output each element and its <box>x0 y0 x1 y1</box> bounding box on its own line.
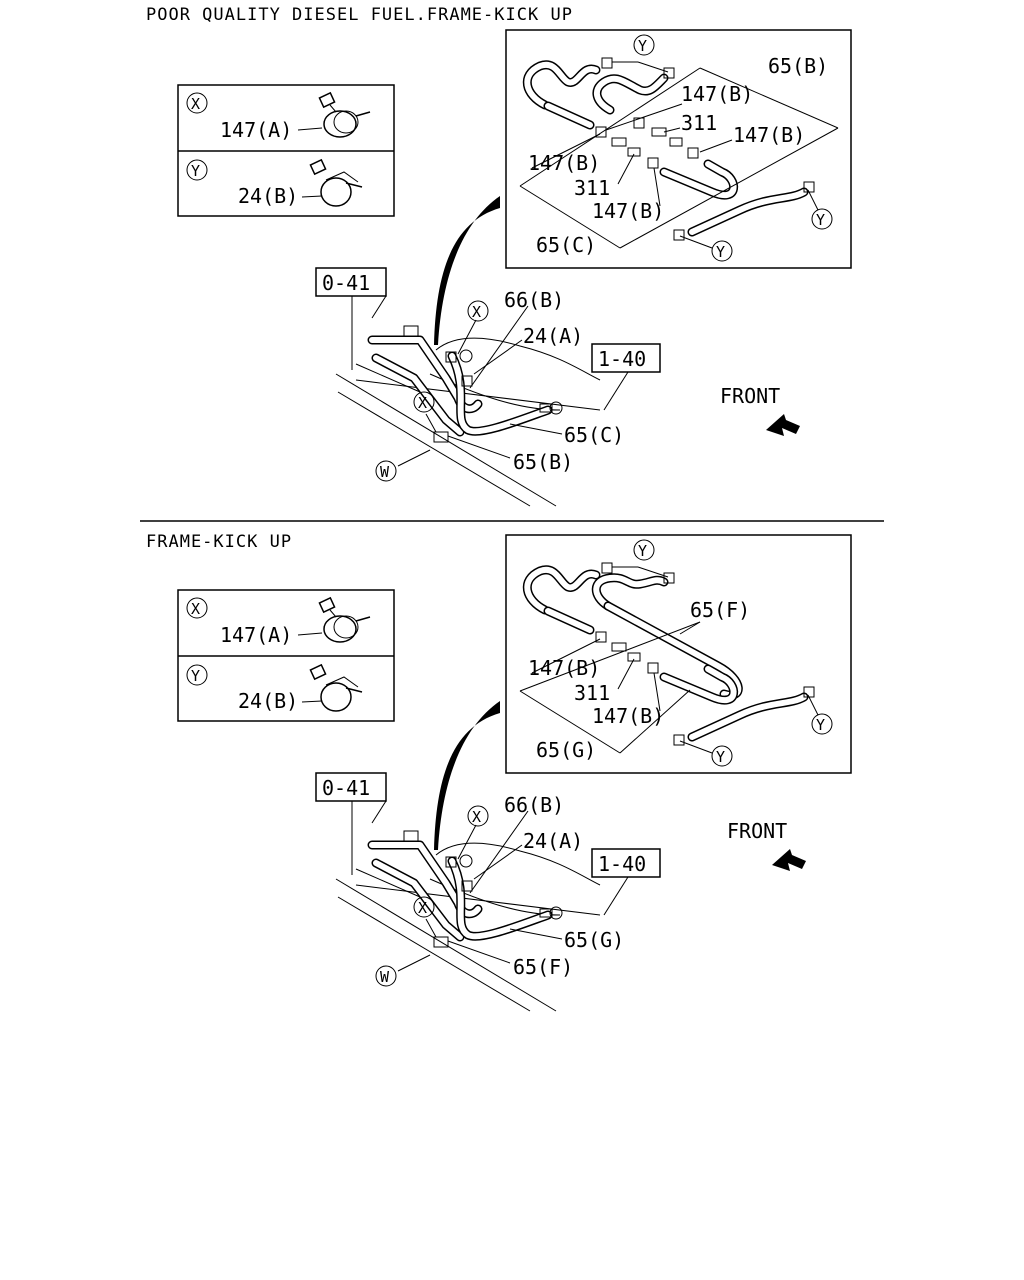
detail-label-311-2: 311 <box>574 176 610 200</box>
legend-part-147a: 147(A) <box>220 118 292 142</box>
main-marker-w: W <box>380 968 390 986</box>
front-label-2: FRONT <box>727 819 787 843</box>
clamp-147a-icon <box>318 596 371 643</box>
detail-label-147b-1: 147(B) <box>528 656 600 680</box>
main-marker-w: W <box>380 463 390 481</box>
detail-marker-y-2: Y <box>816 211 825 229</box>
detail-label-311: 311 <box>574 681 610 705</box>
legend-part-24b: 24(B) <box>238 689 298 713</box>
detail-label-65b: 65(B) <box>768 54 828 78</box>
section-1: POOR QUALITY DIESEL FUEL.FRAME-KICK UP X… <box>146 5 852 507</box>
detail-marker-y-3: Y <box>716 243 725 261</box>
main-label-66b: 66(B) <box>504 793 564 817</box>
callout-wedge <box>434 701 500 850</box>
legend-marker-y: Y <box>191 667 200 685</box>
clamp-24b-icon <box>309 663 363 712</box>
detail-label-65c: 65(C) <box>536 233 596 257</box>
detail-label-147b-1: 147(B) <box>681 82 753 106</box>
section-1-main: 0-41 1-40 <box>315 267 800 507</box>
legend-marker-x: X <box>191 600 200 618</box>
ref-box-1-40-text: 1-40 <box>598 852 646 876</box>
ref-box-0-41 <box>315 772 387 802</box>
section-1-detail: 65(B) 147(B) 311 147(B) 147(B) 311 147(B… <box>505 29 852 269</box>
clamp-147a-icon <box>318 91 371 138</box>
legend-part-24b: 24(B) <box>238 184 298 208</box>
section-2-detail: 65(F) 147(B) 311 147(B) 65(G) Y Y Y <box>505 534 852 774</box>
main-label-24a: 24(A) <box>523 829 583 853</box>
ref-box-1-40-text: 1-40 <box>598 347 646 371</box>
main-marker-x-1: X <box>472 808 481 826</box>
detail-label-147b-4: 147(B) <box>592 199 664 223</box>
callout-wedge <box>434 196 500 345</box>
detail-label-147b-2: 147(B) <box>592 704 664 728</box>
ref-box-1-40 <box>591 343 661 373</box>
main-marker-x-2: X <box>418 899 427 917</box>
ref-box-0-41-text: 0-41 <box>322 271 370 295</box>
legend-part-147a: 147(A) <box>220 623 292 647</box>
section-2-legend: X 147(A) Y 24(B) <box>177 589 395 722</box>
front-arrow-icon <box>772 849 806 871</box>
ref-box-1-40 <box>591 848 661 878</box>
detail-label-311-1: 311 <box>681 111 717 135</box>
main-label-65c: 65(C) <box>564 423 624 447</box>
ref-box-0-41-text: 0-41 <box>322 776 370 800</box>
detail-marker-y-3: Y <box>716 748 725 766</box>
detail-label-65g: 65(G) <box>536 738 596 762</box>
section-2-title: FRAME-KICK UP <box>146 532 292 552</box>
front-arrow-icon <box>766 414 800 436</box>
section-1-legend: X 147(A) Y 24(B) <box>177 84 395 217</box>
main-label-65b: 65(B) <box>513 450 573 474</box>
detail-marker-y-1: Y <box>638 542 647 560</box>
ref-box-0-41 <box>315 267 387 297</box>
legend-marker-x: X <box>191 95 200 113</box>
main-label-65f: 65(F) <box>513 955 573 979</box>
detail-marker-y-2: Y <box>816 716 825 734</box>
clamp-24b-icon <box>309 158 363 207</box>
detail-label-147b-3: 147(B) <box>528 151 600 175</box>
detail-marker-y-1: Y <box>638 37 647 55</box>
main-label-66b: 66(B) <box>504 288 564 312</box>
front-label-1: FRONT <box>720 384 780 408</box>
detail-label-147b-2: 147(B) <box>733 123 805 147</box>
section-2: FRAME-KICK UP X 147(A) Y 24(B) <box>146 532 852 1012</box>
section-2-main: 0-41 1-40 <box>315 772 806 1012</box>
main-marker-x-2: X <box>418 394 427 412</box>
main-marker-x-1: X <box>472 303 481 321</box>
main-label-65g: 65(G) <box>564 928 624 952</box>
legend-marker-y: Y <box>191 162 200 180</box>
section-1-title: POOR QUALITY DIESEL FUEL.FRAME-KICK UP <box>146 5 573 25</box>
main-label-24a: 24(A) <box>523 324 583 348</box>
detail-label-65f: 65(F) <box>690 598 750 622</box>
